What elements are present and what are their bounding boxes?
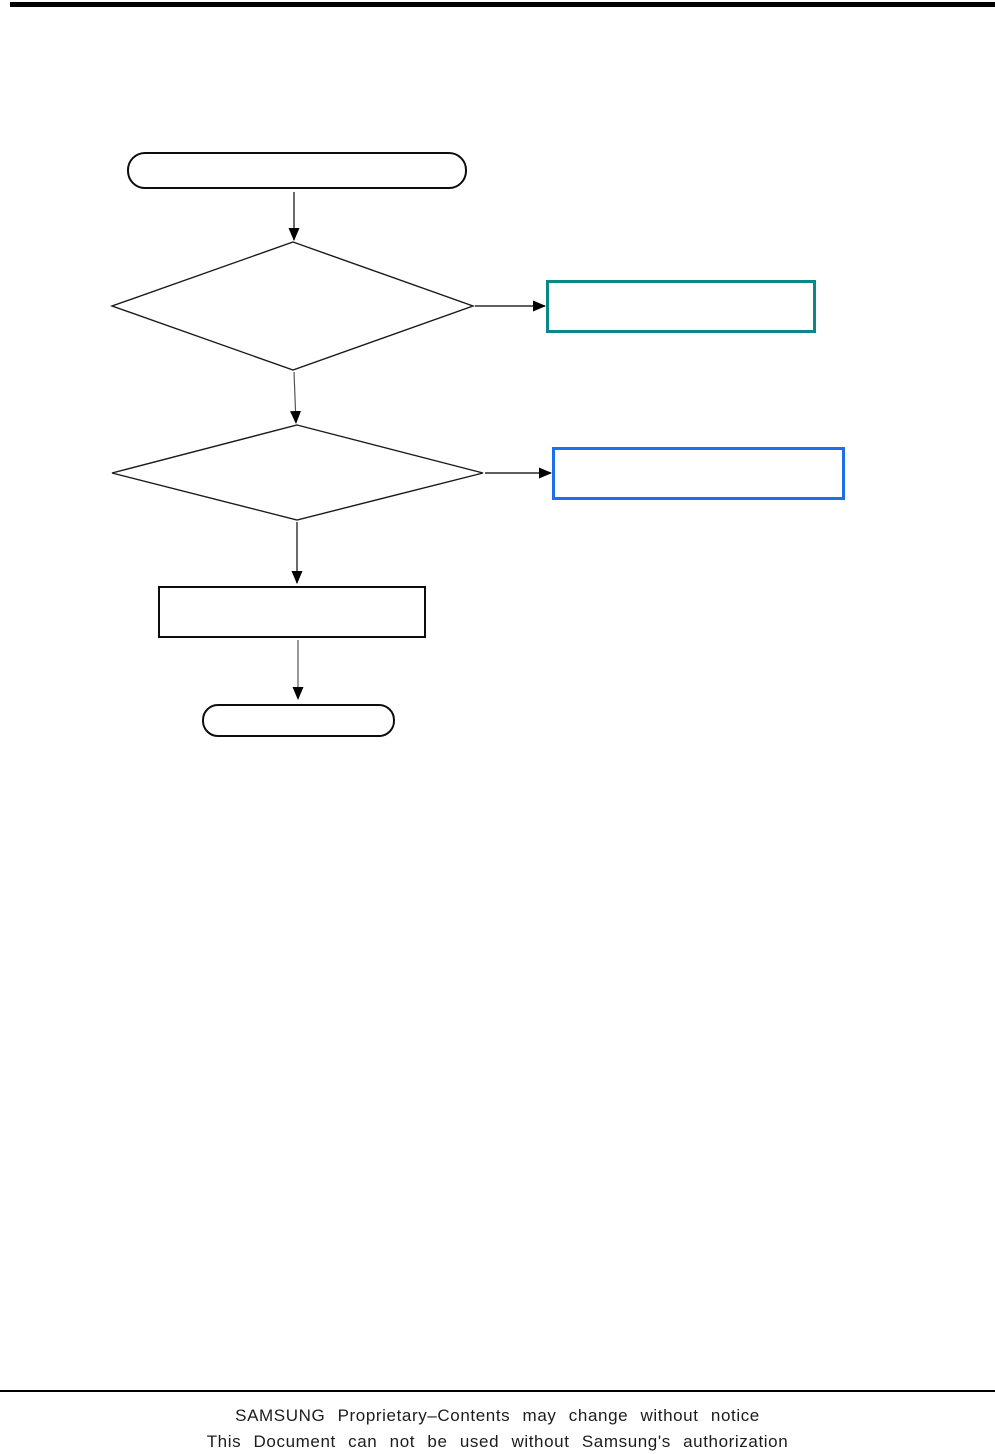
decision-diamond-1 [109, 241, 476, 371]
decision-diamond-2 [111, 424, 484, 521]
result-box-blue [552, 447, 845, 500]
footer-proprietary-notice: SAMSUNG Proprietary–Contents may change … [235, 1406, 760, 1425]
flowchart-connectors-layer [109, 192, 552, 700]
process-box [158, 586, 426, 638]
start-terminator [127, 152, 467, 189]
footer-rule [0, 1390, 995, 1392]
troubleshooting-flowchart [109, 152, 845, 737]
footer-authorization-notice: This Document can not be used without Sa… [206, 1432, 789, 1451]
end-terminator [202, 704, 395, 737]
top-rule [10, 2, 995, 7]
connector-decision1-to-decision2 [290, 371, 302, 424]
result-box-teal [546, 280, 816, 333]
